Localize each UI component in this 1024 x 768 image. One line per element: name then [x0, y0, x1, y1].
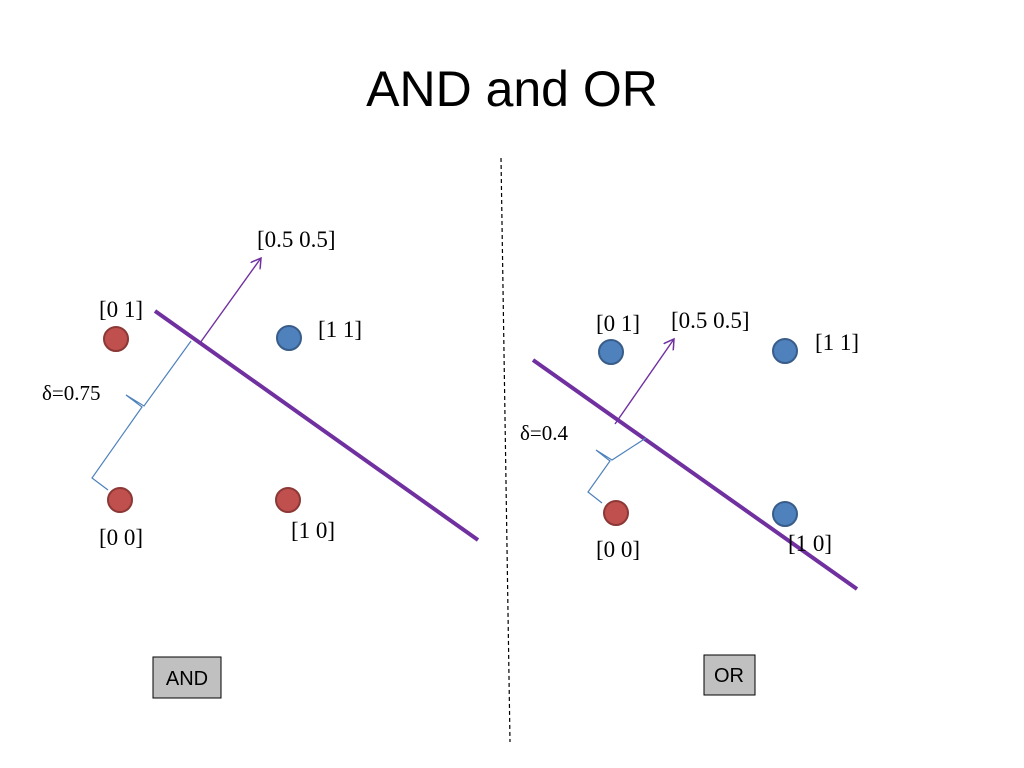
and-point-1-0 [275, 487, 301, 513]
and-delta-brace [91, 340, 192, 491]
and-point-0-0-label: [0 0] [99, 525, 143, 550]
or-point-1-1 [772, 338, 798, 364]
and-weight-arrow [199, 258, 261, 344]
and-label-text: AND [166, 668, 208, 690]
or-label-box [703, 654, 756, 696]
or-point-0-1-label: [0 1] [596, 311, 640, 336]
and-point-0-1-label: [0 1] [99, 297, 143, 322]
and-point-1-1 [276, 325, 302, 351]
or-delta-brace [587, 437, 647, 504]
panel-divider [500, 157, 511, 743]
and-point-1-0-label: [1 0] [291, 518, 335, 543]
or-weight-label: [0.5 0.5] [671, 308, 750, 333]
and-panel: [0.5 0.5] δ=0.75 [0 0] [0 1] [1 0] [1 1]… [42, 227, 480, 699]
and-weight-label: [0.5 0.5] [257, 227, 336, 252]
or-decision-boundary [531, 358, 859, 591]
or-point-1-1-label: [1 1] [815, 330, 859, 355]
and-point-1-1-label: [1 1] [318, 317, 362, 342]
or-weight-arrow [614, 339, 674, 425]
slide-title: AND and OR [366, 61, 658, 117]
and-point-0-1 [103, 326, 129, 352]
or-point-1-0-label: [1 0] [788, 531, 832, 556]
and-label-box [152, 656, 222, 699]
and-delta-label: δ=0.75 [42, 381, 101, 405]
or-label-text: OR [714, 665, 744, 687]
and-decision-boundary [153, 309, 480, 542]
or-delta-label: δ=0.4 [520, 421, 568, 445]
or-panel: [0.5 0.5] δ=0.4 [0 0] [0 1] [1 0] [1 1] … [520, 308, 859, 696]
or-point-0-0-label: [0 0] [596, 537, 640, 562]
or-point-1-0 [772, 501, 798, 527]
and-point-0-0 [107, 487, 133, 513]
or-point-0-1 [598, 339, 624, 365]
or-point-0-0 [603, 500, 629, 526]
